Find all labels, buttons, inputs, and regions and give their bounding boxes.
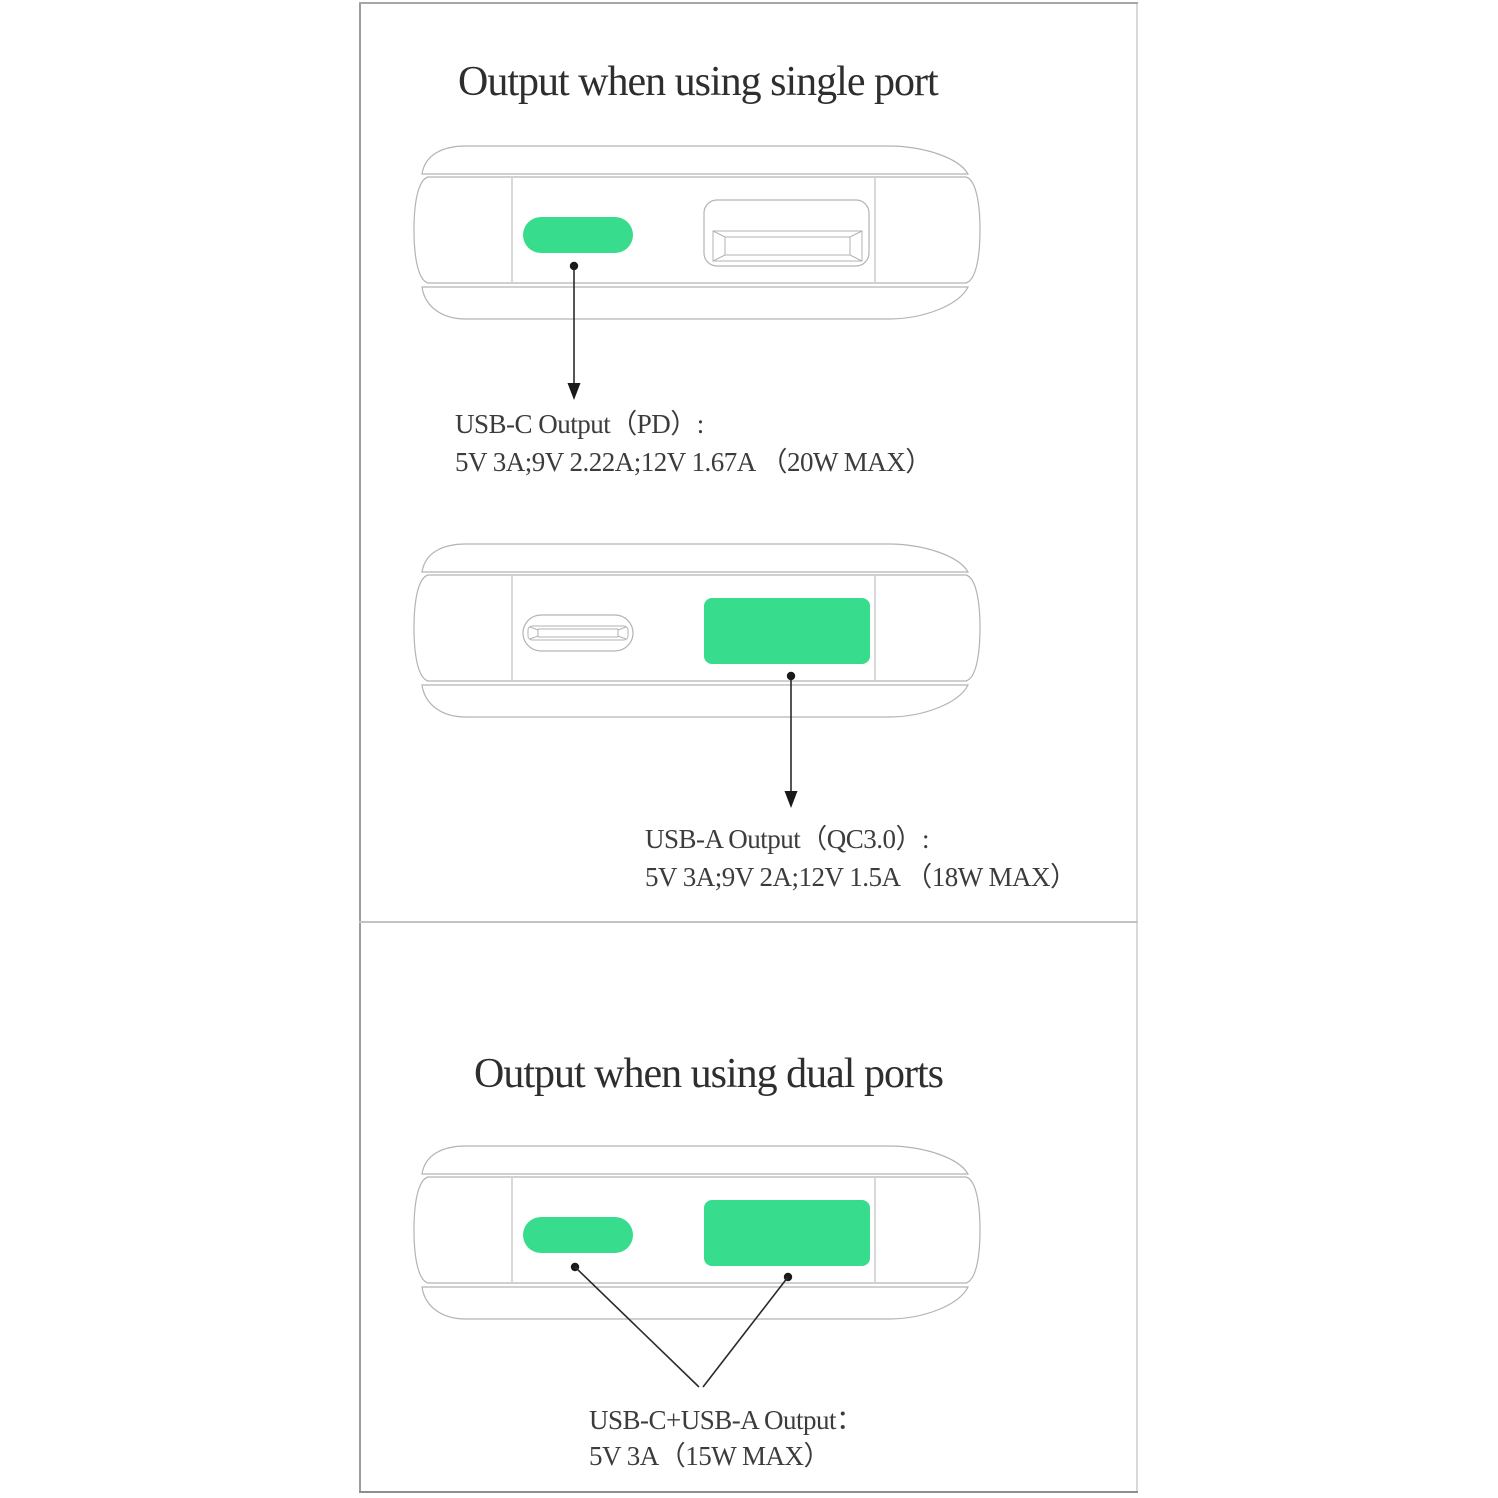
usb-a-port-icon xyxy=(704,1200,870,1266)
callout-title-line: USB-C Output（PD）: xyxy=(455,409,704,439)
frame-border-top xyxy=(359,2,1138,4)
powerbank-top-cap xyxy=(421,145,970,175)
usb-c-port-icon xyxy=(523,1217,633,1253)
usb-c-port-icon xyxy=(522,614,634,652)
frame-border-left xyxy=(359,2,361,1493)
powerbank-bottom-cap xyxy=(421,684,969,718)
powerbank-body xyxy=(413,574,981,682)
powerbank-bottom-cap xyxy=(421,286,969,320)
callout-spec-line: 5V 3A;9V 2A;12V 1.5A （18W MAX） xyxy=(645,862,1077,892)
callout-spec-line: 5V 3A;9V 2.22A;12V 1.67A （20W MAX） xyxy=(455,447,932,477)
callout-spec-line: 5V 3A（15W MAX） xyxy=(589,1441,831,1471)
usb-c-connector-slot xyxy=(527,625,629,641)
callout-label-dual: USB-C+USB-A Output： 5V 3A（15W MAX） xyxy=(589,1402,863,1474)
powerbank-illustration-dual-active xyxy=(413,1145,981,1320)
powerbank-top-cap xyxy=(421,543,970,573)
section-divider xyxy=(359,921,1138,923)
frame-border-right xyxy=(1136,2,1138,1493)
section-title-dual-ports: Output when using dual ports xyxy=(474,1051,944,1097)
powerbank-body xyxy=(413,176,981,284)
usb-a-port-icon xyxy=(704,598,870,664)
callout-label-usb-a: USB-A Output（QC3.0）: 5V 3A;9V 2A;12V 1.5… xyxy=(645,820,1077,896)
frame-border-bottom xyxy=(359,1491,1138,1493)
powerbank-bottom-cap xyxy=(421,1286,969,1320)
powerbank-illustration-usb-a-active xyxy=(413,543,981,718)
callout-title-line: USB-C+USB-A Output： xyxy=(589,1405,863,1435)
powerbank-body xyxy=(413,1176,981,1284)
powerbank-top-cap xyxy=(421,1145,970,1175)
callout-label-usb-c: USB-C Output（PD）: 5V 3A;9V 2.22A;12V 1.6… xyxy=(455,405,932,481)
section-title-single-port: Output when using single port xyxy=(458,59,939,105)
usb-c-port-icon xyxy=(523,217,633,253)
usb-a-port-icon xyxy=(703,199,870,267)
usb-a-connector-bevel xyxy=(712,230,863,262)
callout-title-line: USB-A Output（QC3.0）: xyxy=(645,824,930,854)
powerbank-illustration-usb-c-active xyxy=(413,145,981,320)
